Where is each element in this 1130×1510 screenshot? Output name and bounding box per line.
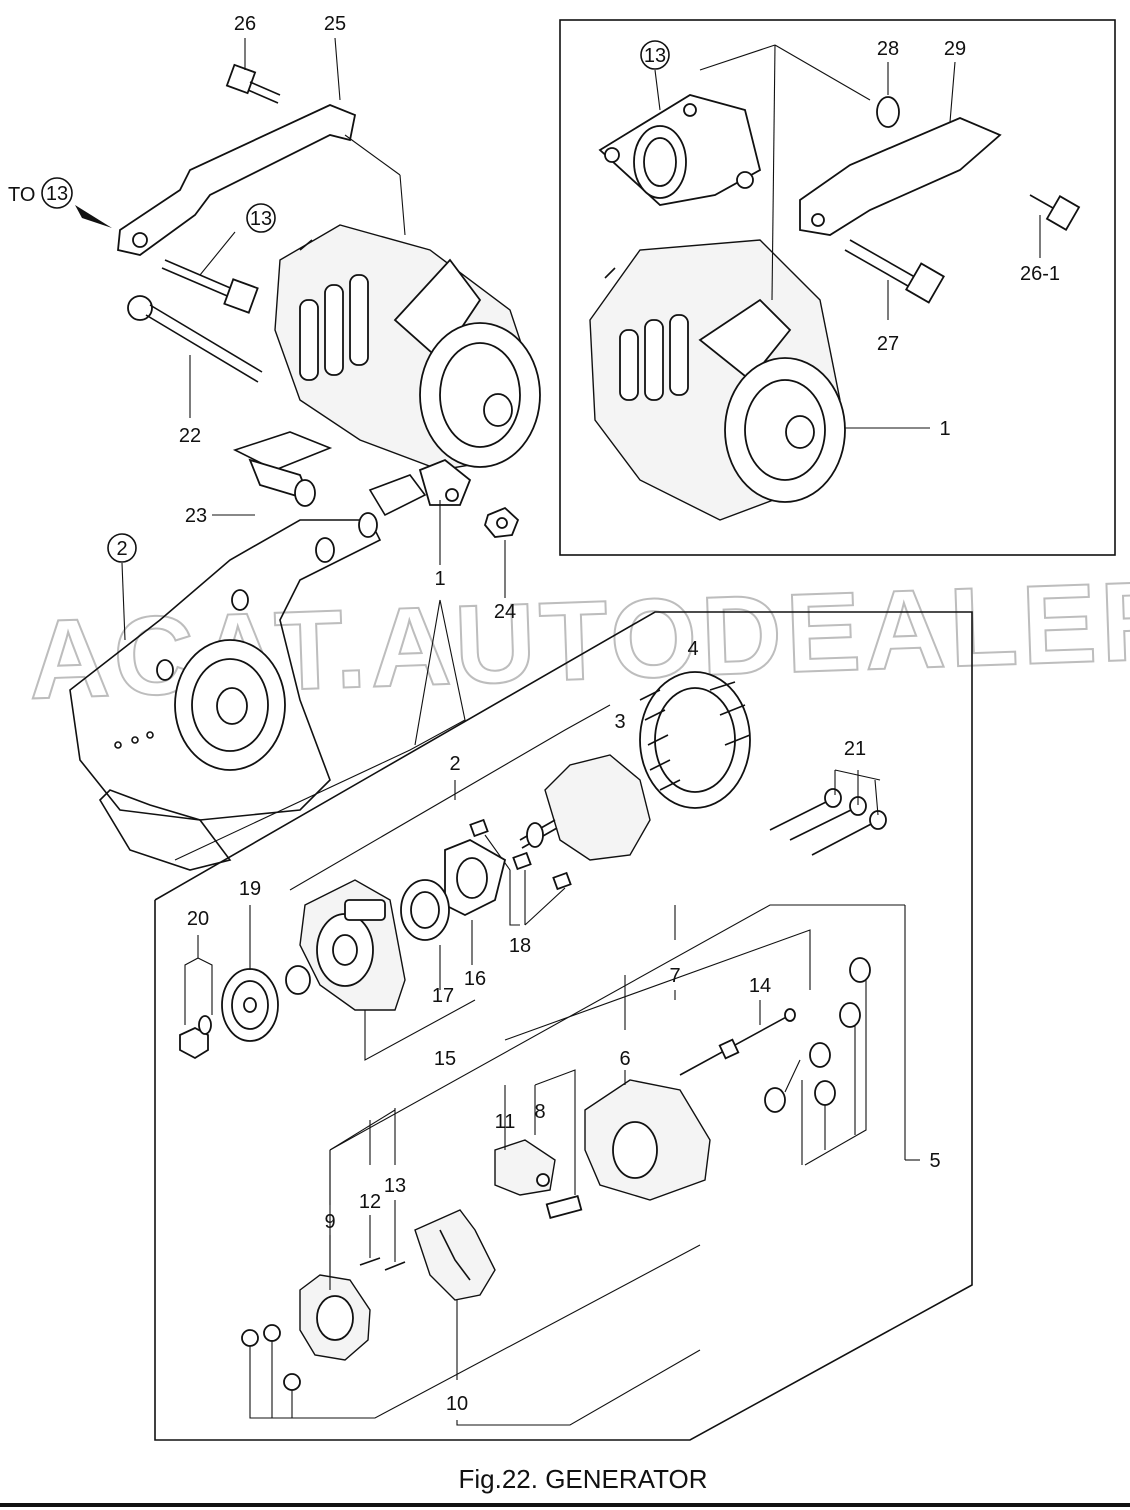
label-6: 6 [619, 1048, 630, 1070]
label-13-inset: 13 [644, 45, 666, 67]
label-19: 19 [239, 878, 261, 900]
collar [285, 965, 311, 995]
brush-clip [545, 1194, 583, 1220]
label-9: 9 [324, 1211, 335, 1233]
label-18: 18 [509, 935, 531, 957]
label-24: 24 [494, 601, 516, 623]
label-11: 11 [495, 1111, 516, 1133]
reference-prefix: TO [8, 184, 35, 206]
bolt-22 [127, 295, 263, 383]
label-22: 22 [179, 425, 201, 447]
inset-bracket-13 [598, 94, 762, 206]
bolt-13 [161, 259, 259, 314]
detail-frame [154, 611, 973, 1441]
label-5: 5 [929, 1150, 940, 1172]
label-8: 8 [534, 1101, 545, 1123]
label-13: 13 [384, 1175, 406, 1197]
label-13-circle: 13 [250, 208, 272, 230]
label-26: 26 [234, 13, 256, 35]
nut-24 [483, 506, 520, 538]
shim-plate [368, 474, 427, 517]
label-26-1: 26-1 [1020, 263, 1060, 285]
label-4: 4 [687, 638, 698, 660]
label-3: 3 [614, 711, 625, 733]
label-29: 29 [944, 38, 966, 60]
screws-12-13 [359, 1257, 406, 1271]
shim-plate [232, 431, 333, 471]
label-27: 27 [877, 333, 899, 355]
label-16: 16 [464, 968, 486, 990]
label-2-circle: 2 [116, 538, 127, 560]
label-7: 7 [669, 965, 680, 987]
label-28: 28 [877, 38, 899, 60]
reference-target: 13 [46, 183, 68, 205]
label-23: 23 [185, 505, 207, 527]
pulley-19 [221, 968, 279, 1042]
reference-circle [41, 177, 73, 209]
inset-frame [559, 19, 1116, 556]
heat-sink-10 [414, 1209, 496, 1301]
bolt-27 [844, 239, 945, 304]
rotor-3 [519, 754, 651, 861]
reference-arrow [75, 205, 112, 228]
bracket-29 [799, 117, 1002, 236]
spacer-23 [248, 458, 316, 507]
label-15: 15 [434, 1048, 456, 1070]
rectifier-6 [584, 1079, 711, 1201]
fan-9 [299, 1274, 371, 1361]
label-14: 14 [749, 975, 771, 997]
label-12: 12 [359, 1191, 381, 1213]
label-25: 25 [324, 13, 346, 35]
part-labels: 26 25 22 23 1 24 13 2 13 28 29 26-1 27 1… [8, 13, 1060, 1415]
washer-28 [876, 96, 900, 128]
screws-18 [469, 818, 572, 891]
front-housing-15 [299, 879, 406, 1011]
callout-circle-13 [246, 203, 276, 233]
label-21: 21 [844, 738, 866, 760]
label-20: 20 [187, 908, 209, 930]
callout-circle-2 [107, 533, 137, 563]
nut-washer-20 [179, 1015, 212, 1060]
bracket-25 [117, 104, 357, 256]
label-2: 2 [449, 753, 460, 775]
bolts-21 [769, 788, 887, 856]
engine-bracket-2 [69, 512, 382, 871]
bolt-26-1 [1029, 194, 1081, 231]
terminal-14 [679, 1008, 796, 1076]
label-10: 10 [446, 1393, 468, 1415]
label-1: 1 [434, 568, 445, 590]
bolt-26 [225, 63, 281, 104]
label-1-inset: 1 [939, 418, 950, 440]
inset-generator [589, 239, 846, 521]
brush-holder-8 [494, 1139, 556, 1196]
stator-4 [639, 671, 751, 809]
label-17: 17 [432, 985, 454, 1007]
insulators [764, 957, 871, 1113]
callout-circle-13-inset [640, 40, 670, 70]
main-generator [274, 224, 541, 506]
figure-caption: Fig.22. GENERATOR [459, 1464, 708, 1494]
bearing-17 [400, 879, 450, 941]
nuts [241, 1324, 301, 1391]
